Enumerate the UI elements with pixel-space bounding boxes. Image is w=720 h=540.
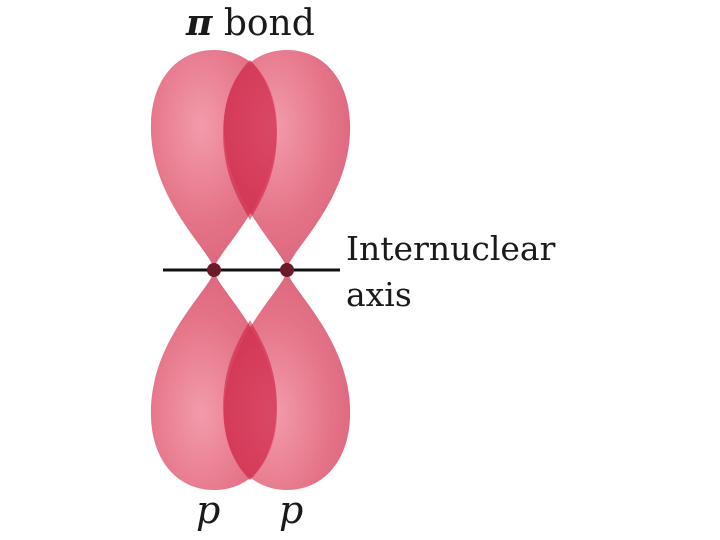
axis-label-line2: axis xyxy=(346,275,412,314)
right-orbital-label: p xyxy=(279,488,304,532)
upper-overlap-region xyxy=(223,60,277,220)
left-orbital-label: p xyxy=(196,488,221,532)
right-nucleus-dot xyxy=(280,263,294,277)
lower-overlap-region xyxy=(223,320,277,480)
diagram-title: π bond xyxy=(186,2,315,44)
left-nucleus-dot xyxy=(207,263,221,277)
pi-symbol: π xyxy=(186,2,213,44)
axis-label-line1: Internuclear xyxy=(346,229,556,268)
title-text: bond xyxy=(223,3,315,44)
internuclear-axis-label: Internuclear axis xyxy=(346,226,555,318)
